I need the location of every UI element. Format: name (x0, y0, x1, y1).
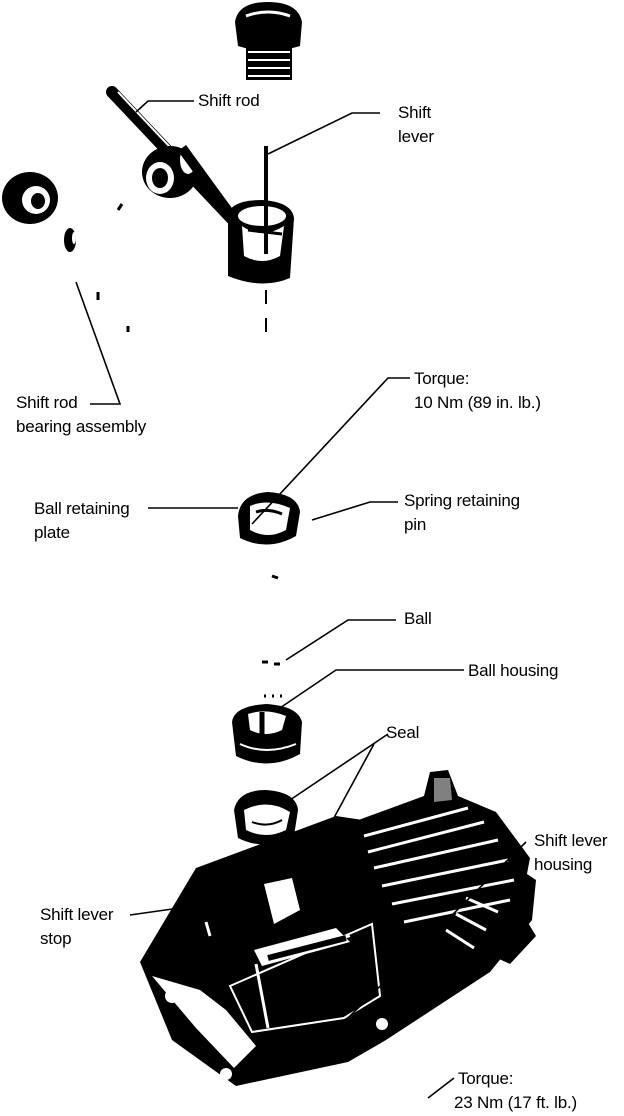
label-torque-upper-line1: Torque: (414, 369, 470, 388)
label-shift-rod-bearing-line1: Shift rod (16, 393, 78, 412)
shift-lever-socket-part (228, 200, 294, 284)
label-ball-housing: Ball housing (468, 661, 559, 680)
leader-shift-rod (135, 100, 194, 113)
leader-lines (75, 100, 527, 1099)
label-ball-retaining-plate-line1: Ball retaining (34, 499, 130, 518)
shift-knob-part (235, 2, 302, 80)
label-shift-lever-stop-line2: stop (40, 929, 72, 948)
label-seal: Seal (386, 723, 420, 742)
label-ball-retaining-plate-line2: plate (34, 523, 70, 542)
label-shift-lever-line1: Shift (398, 103, 432, 122)
leader-seal-a (289, 733, 389, 801)
label-shift-lever-housing-line1: Shift lever (534, 831, 608, 850)
label-shift-lever-housing-line2: housing (534, 855, 593, 874)
leader-shift-lever-housing (347, 841, 527, 1019)
shift-lever-stop-part (204, 859, 350, 966)
ball-part (262, 660, 282, 698)
leader-seal-b (309, 743, 375, 863)
ball-retaining-plate-part (238, 492, 300, 580)
leader-torque-upper (251, 377, 410, 525)
label-shift-rod: Shift rod (198, 91, 260, 110)
ball-housing-part (232, 704, 302, 764)
label-spring-retaining-pin-line1: Spring retaining (404, 491, 520, 510)
leader-shift-lever-stop (129, 897, 251, 916)
seal-part (234, 790, 298, 845)
label-torque-lower-line1: Torque: (458, 1069, 514, 1088)
label-torque-lower-line2: 23 Nm (17 ft. lb.) (454, 1093, 577, 1112)
leader-shift-lever (267, 112, 380, 155)
leader-spring-retaining-pin (311, 501, 398, 521)
label-ball: Ball (404, 609, 432, 628)
label-torque-upper-line2: 10 Nm (89 in. lb.) (414, 393, 541, 412)
leader-ball (285, 619, 396, 661)
label-shift-lever-stop-line1: Shift lever (40, 905, 114, 924)
leader-torque-lower (427, 1077, 455, 1099)
shift-boot-part (342, 770, 536, 966)
leader-ball-housing (273, 669, 464, 713)
label-shift-lever-line2: lever (398, 127, 434, 146)
label-spring-retaining-pin-line2: pin (404, 515, 427, 534)
label-shift-rod-bearing-line2: bearing assembly (16, 417, 147, 436)
shift-rod-bearing-part (2, 172, 130, 332)
leader-shift-rod-bearing (75, 281, 122, 405)
